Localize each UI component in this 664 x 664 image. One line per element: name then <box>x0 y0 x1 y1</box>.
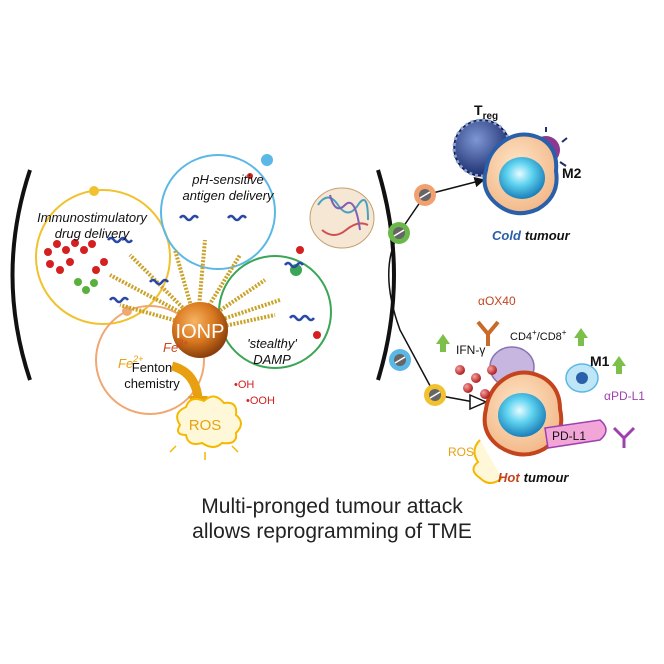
stealthy-label-2: DAMP <box>253 352 291 367</box>
ros-cloud <box>176 395 242 448</box>
fenton-label-2: chemistry <box>124 376 180 391</box>
treg-label: Treg <box>474 102 498 122</box>
pathway-node-orange <box>414 184 436 206</box>
pdl1-label: PD-L1 <box>552 429 586 443</box>
hot-tumour <box>472 346 599 484</box>
up-arrows <box>436 328 626 374</box>
caption-line-2: allows reprogramming of TME <box>192 520 472 543</box>
apdl1-antibody <box>612 426 636 448</box>
right-bracket <box>376 169 396 381</box>
ooh-label: •OOH <box>246 395 275 407</box>
ph-label-1: pH-sensitive <box>191 172 264 187</box>
pathway-node-green <box>388 222 410 244</box>
immunostimulatory-label-2: drug delivery <box>55 226 131 241</box>
aox40-label: αOX40 <box>478 294 516 308</box>
hot-ros-label: ROS <box>448 445 474 459</box>
ph-sensitive-circle <box>160 154 276 270</box>
m1-label: M1 <box>590 353 610 369</box>
ionp-core <box>172 302 228 358</box>
ros-rays <box>169 445 239 460</box>
stealthy-label-1: 'stealthy' <box>247 336 297 351</box>
cytokine-dots <box>455 365 497 399</box>
fe2-label: Fe2+ <box>118 354 143 371</box>
immunostimulatory-circle <box>35 189 171 325</box>
apdl1-label: αPD-L1 <box>604 389 645 403</box>
cd-label: CD4+/CD8+ <box>510 328 567 343</box>
ros-label: ROS <box>189 417 222 434</box>
caption-line-1: Multi-pronged tumour attack <box>201 495 463 518</box>
peg-chains <box>107 214 315 322</box>
m2-label: M2 <box>562 165 582 181</box>
green-molecule <box>74 278 98 294</box>
fe3-label: Fe3+ <box>163 338 188 355</box>
fenton-circle <box>95 305 205 415</box>
fenton-arrow <box>170 361 203 399</box>
antigen-protein <box>309 187 375 249</box>
ph-label-2: antigen delivery <box>182 188 275 203</box>
aox40-antibody <box>476 320 500 346</box>
open-arrow <box>469 393 488 411</box>
pathway-node-yellow <box>424 384 446 406</box>
drug-molecules <box>44 173 321 339</box>
immunostimulatory-label-1: Immunostimulatory <box>37 210 148 225</box>
oh-label: •OH <box>234 379 254 391</box>
ionp-label: IONP <box>176 321 225 343</box>
cold-tumour <box>452 118 568 216</box>
ifn-label: IFN-γ <box>456 343 485 357</box>
fenton-label-1: Fenton <box>132 360 172 375</box>
left-bracket <box>10 169 32 381</box>
pdl1-receptor <box>544 419 607 449</box>
pathway-node-blue <box>389 349 411 371</box>
